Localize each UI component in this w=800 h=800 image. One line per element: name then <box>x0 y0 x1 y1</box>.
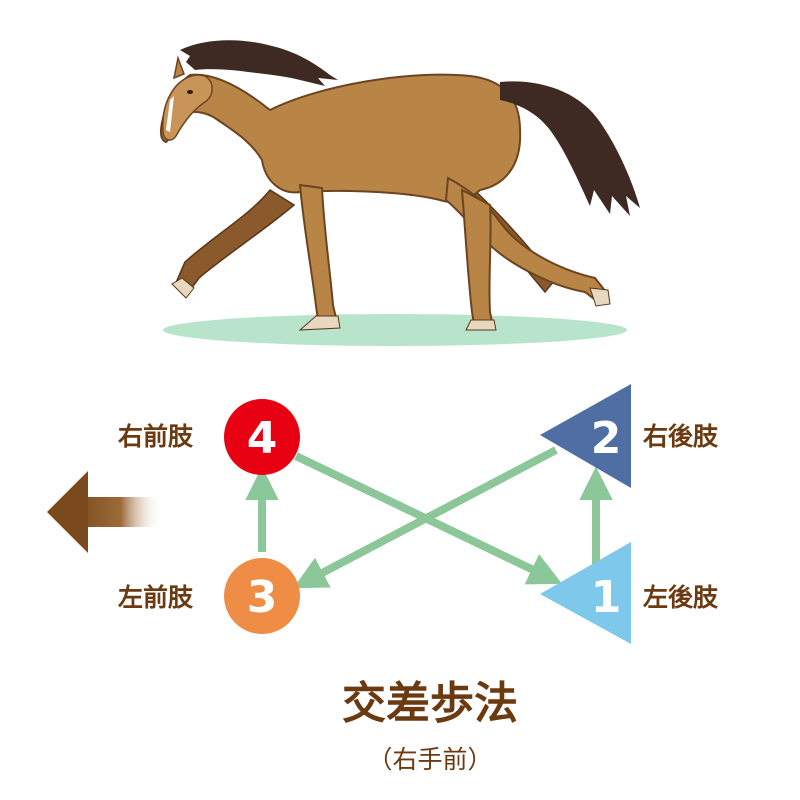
flow-arrow-right-hind-to-left-fore <box>293 446 558 589</box>
leg-order-number-right-fore: 4 <box>247 413 278 464</box>
leg-marker-left-hind: 1 <box>540 542 631 644</box>
leg-marker-right-fore: 4 <box>224 399 300 475</box>
near-hind-lower <box>460 188 494 326</box>
leg-label-left-fore: 左前肢 <box>118 583 194 612</box>
leg-marker-shape-right-hind <box>540 384 631 488</box>
leg-marker-right-hind: 2 <box>540 384 631 488</box>
leg-label-right-hind: 右後肢 <box>643 422 719 451</box>
leg-label-left-hind: 左後肢 <box>643 583 719 612</box>
horse-tail <box>500 81 640 216</box>
leg-order-number-right-hind: 2 <box>591 413 622 464</box>
leg-marker-left-fore: 3 <box>224 558 300 634</box>
horse-illustration <box>160 40 640 346</box>
diagram-title: 交差歩法 <box>342 678 518 729</box>
near-front-leg <box>298 183 338 322</box>
ground-shadow <box>163 314 627 346</box>
horse-mane <box>180 40 338 86</box>
leg-order-number-left-hind: 1 <box>591 572 622 623</box>
leg-marker-shape-right-fore <box>224 399 300 475</box>
left-arrow-icon <box>47 471 162 553</box>
horse-body <box>160 73 522 203</box>
leg-order-number-left-fore: 3 <box>247 572 278 623</box>
leg-markers: 1 2 3 4 <box>224 384 631 644</box>
leg-marker-shape-left-hind <box>540 542 631 644</box>
far-front-leg <box>174 189 296 298</box>
horse-head <box>162 74 213 141</box>
flow-arrows <box>245 446 613 589</box>
flow-arrow-right-fore-to-left-hind <box>294 452 563 585</box>
leg-marker-shape-left-fore <box>224 558 300 634</box>
leg-label-right-fore: 右前肢 <box>118 422 194 451</box>
diagram-subtitle: （右手前） <box>367 745 492 774</box>
